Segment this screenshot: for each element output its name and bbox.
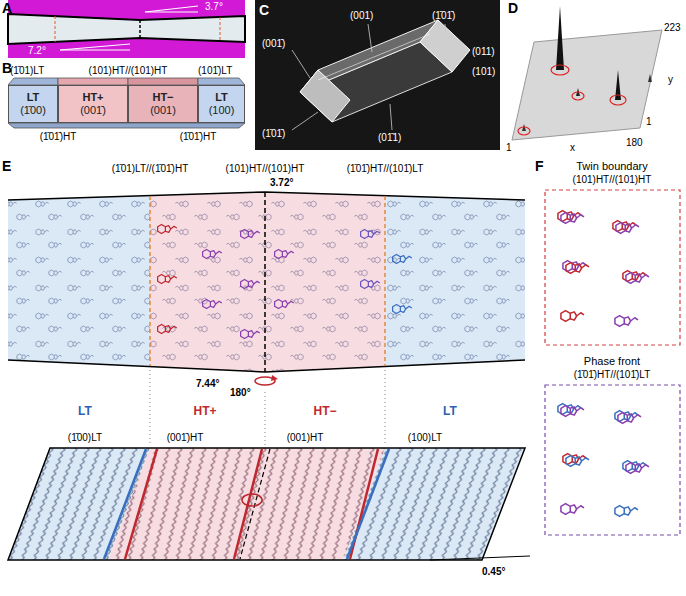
figure-label: 3.7° — [205, 1, 223, 13]
phase-name: HT+ — [82, 91, 103, 104]
phase-name: LT — [27, 91, 40, 104]
phase-name: HT− — [152, 91, 173, 104]
figure-label: (1̄01̄) — [262, 128, 285, 140]
panel-letter: C — [259, 2, 269, 19]
figure-label: (1̄00)LT — [68, 432, 102, 444]
figure-label: 223 — [664, 22, 681, 34]
figure-label: HT− — [313, 404, 336, 418]
miller-index: (001) — [150, 104, 176, 117]
crystal-domain-box: LT(100) — [198, 85, 245, 123]
phase-name: LT — [215, 91, 228, 104]
figure-label: 0.45° — [482, 566, 505, 578]
figure-label: 180 — [626, 137, 643, 149]
figure-label: 1 — [506, 142, 512, 154]
figure-label: 180° — [230, 387, 251, 399]
figure-label: (01̄1) — [378, 132, 401, 144]
panel-letter: D — [508, 0, 518, 17]
figure-label: (1̄01)LT — [10, 65, 44, 77]
crystal-domain-box: HT+(001̄) — [58, 85, 128, 123]
figure-label: 1 — [646, 116, 652, 128]
figure-label: (1̄01̄)HT//(101̄)LT — [574, 369, 651, 381]
figure-label: 7.2° — [28, 45, 46, 57]
figure-label: (001̄)HT — [167, 432, 204, 444]
figure-label: Phase front — [584, 355, 640, 368]
crystal-domain-box: LT(1̄00) — [8, 85, 58, 123]
figure-label: (101)HT//(101)HT — [573, 174, 652, 186]
figure-label: LT — [443, 404, 457, 418]
miller-index: (1̄00) — [20, 104, 46, 117]
figure-label: HT+ — [193, 404, 216, 418]
panel-letter: A — [2, 0, 12, 17]
miller-index: (100) — [209, 104, 235, 117]
figure-label: (101)HT//(101)HT — [89, 65, 168, 77]
figure-label: (101̄)LT — [198, 65, 232, 77]
figure-label: (1̄01)LT//(1̄01̄)HT — [112, 163, 189, 175]
figure-label: 7.44° — [196, 378, 219, 390]
figure-label: (1̄01̄)HT — [40, 131, 77, 143]
figure-label: LT — [78, 404, 92, 418]
figure-label: (100)LT — [408, 432, 442, 444]
crystal-domain-box: HT−(001) — [128, 85, 198, 123]
figure-label: (011) — [472, 46, 495, 58]
figure-label: Twin boundary — [576, 160, 648, 173]
figure-label: (1̄01̄)HT//(101̄)LT — [347, 163, 424, 175]
miller-index: (001̄) — [80, 104, 106, 117]
figure-label: (1̄01̄) — [432, 10, 455, 22]
figure-label: (001)HT — [287, 432, 324, 444]
figure-label: y — [668, 74, 673, 86]
figure-label: (1̄01̄)HT — [180, 131, 217, 143]
figure-label: 3.72° — [270, 177, 293, 189]
panel-letter: E — [2, 158, 11, 175]
panel-letter: F — [535, 158, 544, 175]
figure-label: x — [570, 142, 575, 154]
figure-label: (001) — [350, 10, 373, 22]
figure-label: (001̄) — [262, 38, 285, 50]
figure-label: (101)HT//(101)HT — [226, 163, 305, 175]
figure-label: (101) — [472, 66, 495, 78]
